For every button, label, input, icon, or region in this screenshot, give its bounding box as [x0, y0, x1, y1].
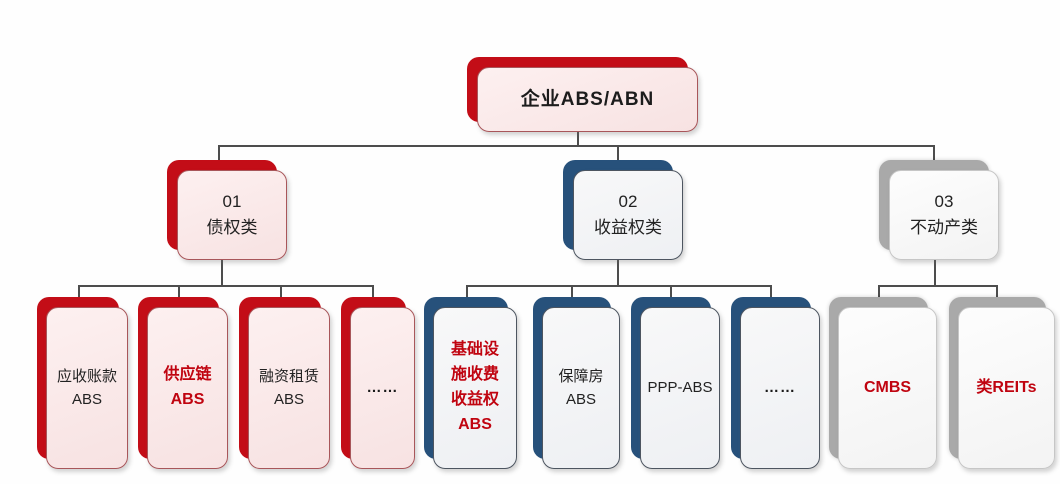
- branch-income-text: 收益权类: [594, 218, 662, 237]
- root-label: 企业ABS/ABN: [520, 88, 655, 110]
- leaf-card: 应收账款 ABS: [46, 307, 128, 469]
- connector-branch3-top: [933, 145, 935, 162]
- branch-debt-text: 债权类: [206, 218, 258, 237]
- connector-leaf-i1: [466, 285, 468, 300]
- branch-debt-label: 01 债权类: [207, 189, 258, 242]
- leaf-node-income-others: ……: [731, 297, 820, 469]
- leaf-node-debt-others: ……: [341, 297, 415, 469]
- connector-branch1-down: [221, 260, 223, 287]
- connector-leaf-d2: [178, 285, 180, 300]
- branch-realestate-card: 03 不动产类: [889, 170, 999, 260]
- branch-realestate-text: 不动产类: [910, 218, 978, 237]
- root-node: 企业ABS/ABN: [467, 57, 698, 132]
- branch-realestate-label: 03 不动产类: [910, 189, 978, 242]
- leaf-label: CMBS: [863, 378, 912, 396]
- connector-root-down: [577, 132, 579, 147]
- leaf-card: CMBS: [838, 307, 937, 469]
- connector-branch1-horizontal: [78, 285, 374, 287]
- connector-branch2-horizontal: [466, 285, 771, 287]
- branch-income-number: 02: [618, 191, 638, 211]
- leaf-node-affordablehousing-abs: 保障房 ABS: [533, 297, 620, 469]
- leaf-label: 供应链 ABS: [163, 366, 212, 408]
- leaf-node-infrastructure-abs: 基础设 施收费 收益权 ABS: [424, 297, 517, 469]
- leaf-card: 类REITs: [958, 307, 1055, 469]
- leaf-card: PPP-ABS: [640, 307, 720, 469]
- branch-debt-number: 01: [222, 191, 242, 211]
- leaf-node-reits: 类REITs: [949, 297, 1055, 469]
- branch-realestate-number: 03: [934, 191, 954, 211]
- branch-node-income: 02 收益权类: [563, 160, 683, 260]
- leaf-card: 供应链 ABS: [147, 307, 228, 469]
- connector-branch1-top: [218, 145, 220, 162]
- leaf-card: 融资租赁 ABS: [248, 307, 330, 469]
- leaf-card: 保障房 ABS: [542, 307, 620, 469]
- connector-main-horizontal: [218, 145, 935, 147]
- leaf-node-leasing-abs: 融资租赁 ABS: [239, 297, 330, 469]
- connector-branch3-down: [934, 260, 936, 287]
- leaf-node-supplychain-abs: 供应链 ABS: [138, 297, 228, 469]
- leaf-label: 保障房 ABS: [558, 367, 604, 408]
- leaf-node-cmbs: CMBS: [829, 297, 937, 469]
- leaf-card: ……: [740, 307, 820, 469]
- leaf-label: ……: [366, 379, 399, 397]
- leaf-card: ……: [350, 307, 415, 469]
- leaf-label: PPP-ABS: [647, 379, 713, 397]
- connector-leaf-r2: [996, 285, 998, 300]
- leaf-node-receivables-abs: 应收账款 ABS: [37, 297, 128, 469]
- connector-branch3-horizontal: [878, 285, 998, 287]
- branch-node-debt: 01 债权类: [167, 160, 287, 260]
- connector-leaf-i2: [571, 285, 573, 300]
- connector-branch2-down: [617, 260, 619, 287]
- branch-debt-card: 01 债权类: [177, 170, 287, 260]
- branch-income-label: 02 收益权类: [594, 189, 662, 242]
- connector-leaf-d1: [78, 285, 80, 300]
- leaf-node-ppp-abs: PPP-ABS: [631, 297, 720, 469]
- leaf-label: 应收账款 ABS: [56, 367, 117, 408]
- branch-income-card: 02 收益权类: [573, 170, 683, 260]
- leaf-card: 基础设 施收费 收益权 ABS: [433, 307, 517, 469]
- leaf-label: 类REITs: [976, 378, 1037, 396]
- connector-leaf-i3: [670, 285, 672, 300]
- leaf-label: 基础设 施收费 收益权 ABS: [450, 341, 499, 433]
- connector-leaf-r1: [878, 285, 880, 300]
- leaf-label: 融资租赁 ABS: [258, 367, 319, 408]
- connector-leaf-d3: [280, 285, 282, 300]
- connector-branch2-top: [617, 145, 619, 162]
- branch-node-realestate: 03 不动产类: [879, 160, 999, 260]
- root-node-card: 企业ABS/ABN: [477, 67, 698, 132]
- connector-leaf-d4: [372, 285, 374, 300]
- leaf-label: ……: [764, 379, 796, 397]
- connector-leaf-i4: [770, 285, 772, 300]
